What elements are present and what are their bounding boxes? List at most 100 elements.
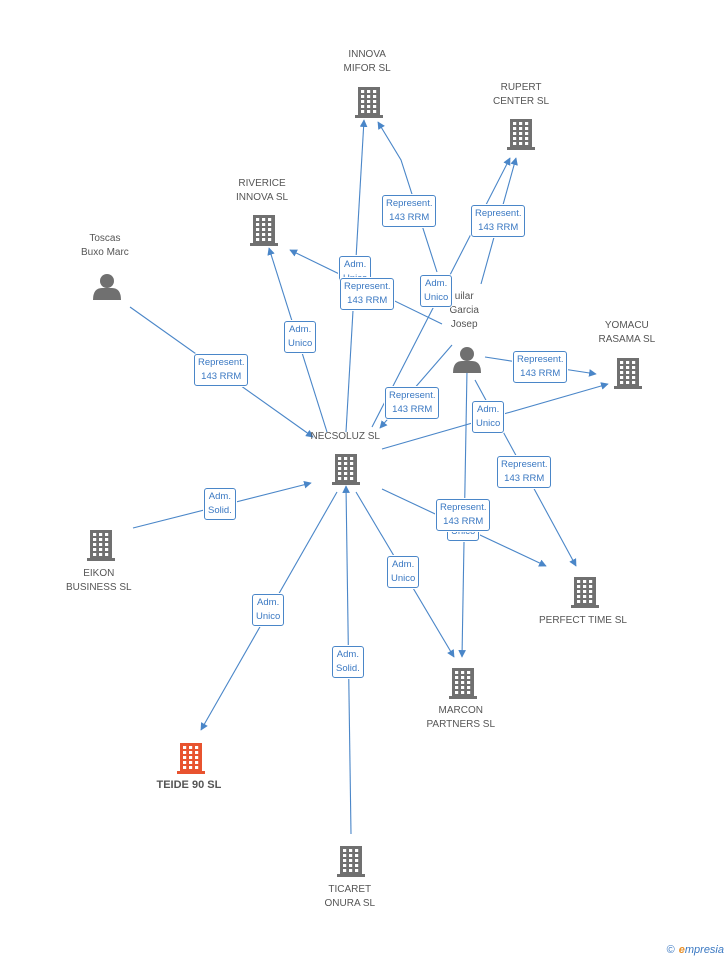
edge-label-line: Unico — [424, 292, 449, 303]
node-label-line: PARTNERS SL — [426, 719, 496, 730]
node-label-teide-90[interactable]: TEIDE 90 SL — [157, 778, 222, 792]
node-label-line: MIFOR SL — [343, 63, 391, 74]
edge-label-line: 143 RRM — [392, 404, 433, 415]
edge-label-line: 143 RRM — [443, 516, 484, 527]
node-label-line: MARCON — [438, 705, 483, 716]
node-label-line: CENTER SL — [493, 96, 550, 107]
edge-label-line: 143 RRM — [347, 295, 388, 306]
edge-label-box[interactable]: Adm. Unico — [420, 275, 453, 307]
edge-label-line: 143 RRM — [201, 371, 242, 382]
edge-label-line: Adm. — [392, 559, 415, 570]
edge-label-box[interactable]: Represent. 143 RRM — [436, 499, 491, 531]
node-label-line: TICARET — [328, 884, 372, 895]
edge-label-line: Adm. — [208, 491, 231, 502]
node-label-eikon-business[interactable]: EIKON BUSINESS SL — [66, 567, 132, 595]
node-label-line: Garcia — [449, 305, 479, 316]
edge-label-line: Unico — [256, 611, 281, 622]
edge-label-box[interactable]: Represent. 143 RRM — [382, 195, 437, 227]
edge-label-line: 143 RRM — [520, 368, 561, 379]
node-label-line: Buxo Marc — [81, 247, 129, 258]
node-label-line: Josep — [450, 319, 478, 330]
node-label-rupert-center[interactable]: RUPERT CENTER SL — [493, 81, 549, 109]
edge-label-box[interactable]: Represent. 143 RRM — [497, 456, 552, 488]
edge-label-line: Adm. — [336, 649, 359, 660]
edge-label-box[interactable]: Adm. Solid. — [204, 488, 236, 520]
building-icon — [571, 577, 599, 608]
edge-label-line: Adm. — [344, 259, 367, 270]
node-label-line: ONURA SL — [324, 898, 376, 909]
edge-aguilar_garcia-to-innova_mifor — [377, 121, 438, 273]
edge-label-box[interactable]: Represent. 143 RRM — [513, 351, 568, 383]
edge-label-box[interactable]: Represent. 143 RRM — [340, 278, 395, 310]
edge-label-box[interactable]: Adm. Unico — [472, 401, 505, 433]
node-label-line: NECSOLUZ SL — [310, 431, 380, 442]
brand-initial: e — [678, 944, 685, 956]
edge-label-box[interactable]: Represent. 143 RRM — [471, 205, 526, 237]
edge-label-line: Represent. — [344, 281, 391, 292]
edge-label-box[interactable]: Adm. Unico — [284, 321, 317, 353]
edge-label-box[interactable]: Adm. Unico — [252, 594, 285, 626]
edge-label-line: 143 RRM — [478, 222, 519, 233]
edge-label-line: Represent. — [386, 198, 433, 209]
edge-label-box[interactable]: Represent. 143 RRM — [385, 387, 440, 419]
edge-label-line: Represent. — [501, 459, 548, 470]
node-label-line: INNOVA SL — [236, 192, 289, 203]
building-icon — [449, 668, 477, 699]
brand-name: mpresia — [684, 944, 724, 956]
edge-label-line: Adm. — [425, 278, 448, 289]
node-label-line: TEIDE 90 SL — [156, 779, 222, 791]
node-label-line: Toscas — [89, 233, 121, 244]
node-label-innova-mifor[interactable]: INNOVA MIFOR SL — [344, 48, 391, 76]
edge-label-line: Represent. — [475, 208, 522, 219]
edge-label-box[interactable]: Adm. Solid. — [332, 646, 364, 678]
edge-label-line: 143 RRM — [389, 212, 430, 223]
node-label-marcon-partners[interactable]: MARCON PARTNERS SL — [427, 704, 496, 732]
building-icon — [87, 530, 115, 561]
footer-brand: ©empresia — [667, 944, 724, 956]
building-icon — [507, 119, 535, 150]
edge-label-line: Solid. — [336, 663, 360, 674]
building-icon — [177, 743, 205, 774]
edge-label-line: Unico — [451, 526, 476, 537]
building-icon — [250, 215, 278, 246]
edge-label-line: Represent. — [517, 354, 564, 365]
edge-label-line: Unico — [476, 418, 501, 429]
node-label-line: PERFECT TIME SL — [539, 615, 627, 626]
node-label-necsoluz[interactable]: NECSOLUZ SL — [311, 430, 380, 444]
edge-label-box[interactable]: Represent. 143 RRM — [194, 354, 249, 386]
node-label-line: EIKON — [83, 568, 115, 579]
node-label-line: RASAMA SL — [598, 334, 656, 345]
building-icon — [332, 454, 360, 485]
node-label-riverice-innova[interactable]: RIVERICE INNOVA SL — [236, 177, 288, 205]
person-icon — [453, 347, 481, 373]
edge-label-line: 143 RRM — [504, 473, 545, 484]
person-icon — [93, 274, 121, 300]
building-icon — [337, 846, 365, 877]
node-label-line: uilar — [454, 291, 474, 302]
edge-label-line: Adm. — [477, 404, 500, 415]
edge-label-line: Unico — [391, 573, 416, 584]
edge-label-line: Adm. — [289, 324, 312, 335]
edge-label-line: Represent. — [198, 357, 245, 368]
node-label-yomacu-rasama[interactable]: YOMACU RASAMA SL — [599, 319, 656, 347]
copyright-icon: © — [666, 944, 675, 956]
node-label-perfect-time[interactable]: PERFECT TIME SL — [539, 614, 627, 628]
edge-label-line: Solid. — [208, 505, 232, 516]
building-icon — [614, 358, 642, 389]
node-label-line: RUPERT — [500, 82, 542, 93]
node-label-line: BUSINESS SL — [66, 582, 132, 593]
building-icon — [355, 87, 383, 118]
edge-label-line: Represent. — [389, 390, 436, 401]
edge-label-line: Adm. — [257, 597, 280, 608]
node-label-line: RIVERICE — [238, 178, 286, 189]
edge-label-box[interactable]: Adm. Unico — [387, 556, 420, 588]
node-label-ticaret-onura[interactable]: TICARET ONURA SL — [325, 883, 376, 911]
node-label-line: INNOVA — [348, 49, 386, 60]
edge-label-line: Represent. — [440, 502, 487, 513]
edge-label-line: Unico — [288, 338, 313, 349]
node-label-line: YOMACU — [604, 320, 649, 331]
